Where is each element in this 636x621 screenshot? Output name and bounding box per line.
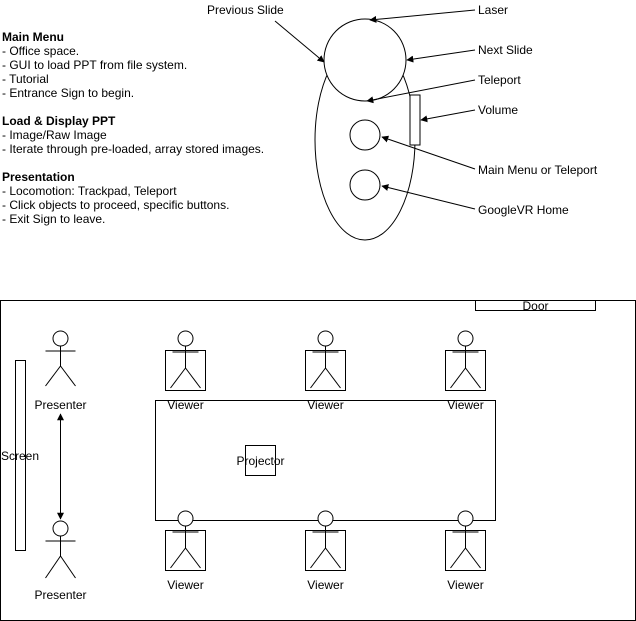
room-layout: Door Screen Projector Presenter	[0, 299, 636, 621]
note-item: - Click objects to proceed, specific but…	[2, 198, 229, 212]
room-outline	[0, 300, 636, 621]
person-figure	[310, 510, 341, 569]
volume-rocker	[409, 94, 421, 146]
arrow-teleport	[366, 79, 476, 104]
section-heading: Presentation	[2, 170, 75, 184]
touchpad	[323, 18, 407, 102]
presenter-bottom: Presenter	[34, 520, 87, 602]
arrow-volume	[420, 109, 476, 123]
note-item: - Tutorial	[2, 72, 49, 86]
label-laser: Laser	[478, 3, 508, 17]
note-item: - Exit Sign to leave.	[2, 212, 105, 226]
person-figure	[45, 520, 76, 579]
section-heading: Load & Display PPT	[2, 114, 116, 128]
notes-section-main-menu: Main Menu - Office space. - GUI to load …	[2, 30, 187, 100]
viewer-top-2: Viewer	[305, 330, 346, 412]
person-figure	[170, 330, 201, 389]
viewer-bottom-1: Viewer	[165, 510, 206, 592]
note-item: - Entrance Sign to begin.	[2, 86, 134, 100]
label-previous-slide: Previous Slide	[207, 3, 284, 17]
controller-diagram: Previous Slide Laser Next Slide Teleport…	[207, 3, 598, 241]
notes-section-load-display: Load & Display PPT - Image/Raw Image - I…	[2, 114, 264, 156]
projector: Projector	[236, 445, 285, 476]
home-button	[349, 169, 381, 201]
presenter-top: Presenter	[34, 330, 87, 412]
label-main-menu-or-teleport: Main Menu or Teleport	[478, 163, 598, 177]
viewer-label: Viewer	[447, 578, 483, 592]
person-figure	[310, 330, 341, 389]
door-label: Door	[522, 299, 548, 313]
arrow-laser	[369, 9, 476, 23]
table	[155, 400, 496, 521]
viewer-label: Viewer	[167, 578, 203, 592]
arrow-previous-slide	[274, 20, 325, 63]
person-figure	[450, 330, 481, 389]
viewer-bottom-3: Viewer	[445, 510, 486, 592]
viewer-label: Viewer	[307, 578, 343, 592]
arrow-main-menu	[381, 135, 476, 170]
projector-shape	[245, 445, 276, 476]
door-shape	[475, 300, 596, 311]
screen: Screen	[1, 360, 39, 551]
presenter-label: Presenter	[34, 588, 86, 602]
note-item: - Iterate through pre-loaded, array stor…	[2, 142, 264, 156]
arrow-googlevr-home	[381, 184, 476, 210]
notes-section-presentation: Presentation - Locomotion: Trackpad, Tel…	[2, 170, 229, 226]
viewer-label: Viewer	[307, 398, 343, 412]
viewer-label: Viewer	[167, 398, 203, 412]
person-figure	[450, 510, 481, 569]
person-figure	[45, 330, 76, 387]
section-heading: Main Menu	[2, 30, 64, 44]
screen-label: Screen	[1, 449, 39, 463]
presenter-label: Presenter	[34, 398, 86, 412]
person-figure	[170, 510, 201, 569]
viewer-bottom-2: Viewer	[305, 510, 346, 592]
projector-label: Projector	[236, 454, 284, 468]
viewer-label: Viewer	[447, 398, 483, 412]
door: Door	[475, 299, 596, 313]
notes: Main Menu - Office space. - GUI to load …	[2, 30, 264, 226]
label-googlevr-home: GoogleVR Home	[478, 203, 569, 217]
note-item: - Office space.	[2, 44, 79, 58]
app-button	[349, 119, 381, 151]
viewer-top-1: Viewer	[165, 330, 206, 412]
screen-shape	[15, 360, 26, 551]
arrow-next-slide	[406, 49, 476, 63]
label-teleport: Teleport	[478, 73, 521, 87]
note-item: - Locomotion: Trackpad, Teleport	[2, 184, 177, 198]
label-next-slide: Next Slide	[478, 43, 533, 57]
note-item: - GUI to load PPT from file system.	[2, 58, 187, 72]
note-item: - Image/Raw Image	[2, 128, 107, 142]
viewer-top-3: Viewer	[445, 330, 486, 412]
label-volume: Volume	[478, 103, 518, 117]
